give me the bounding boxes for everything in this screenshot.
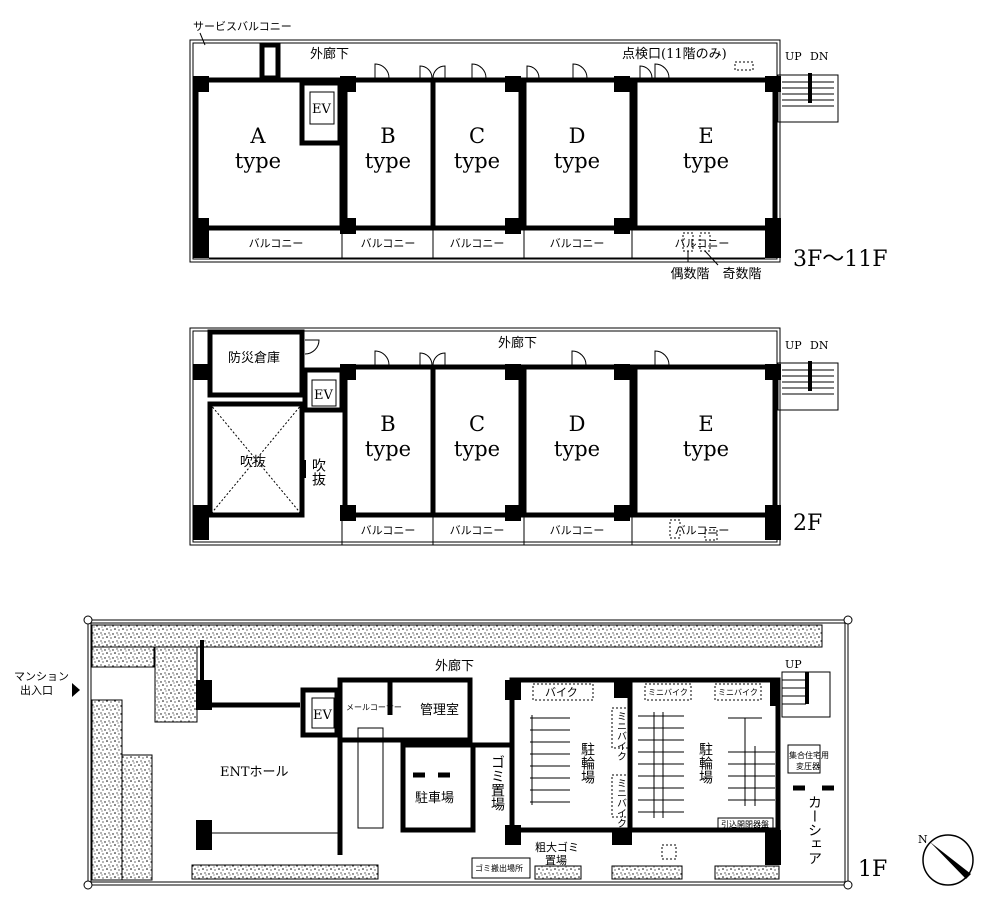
stair-dn-label: DN: [810, 339, 829, 352]
upper-floor-plan: サービスバルコニー 外廊下 点検口(11階のみ) EV UP DN A type…: [189, 20, 888, 282]
balcony-e-label: バルコニー: [675, 237, 730, 250]
void-large-label: 吹抜: [240, 454, 266, 470]
ev-label: EV: [313, 708, 332, 723]
unit-c-type: type: [454, 437, 500, 461]
bicycle-parking-1-label: 駐輪場: [579, 742, 595, 784]
balcony-c-label: バルコニー: [450, 524, 505, 537]
unit-d-letter: D: [569, 412, 586, 436]
balcony-d-label: バルコニー: [550, 237, 605, 250]
compass-north-label: N: [918, 833, 928, 846]
balcony-c-label: バルコニー: [450, 237, 505, 250]
management-room-label: 管理室: [420, 702, 459, 718]
transformer-label-line2: 変圧器: [796, 761, 820, 771]
floor-label-3f-11f: 3F〜11F: [793, 247, 888, 272]
corridor-label: 外廊下: [435, 658, 474, 674]
ev-label: EV: [314, 388, 333, 403]
stair-up-label: UP: [785, 50, 802, 63]
stair: [781, 671, 831, 718]
bicycle-racks: [530, 712, 775, 818]
balcony-a-label: バルコニー: [249, 237, 304, 250]
entrance-label-line2: 出入口: [20, 683, 53, 697]
stair: [777, 73, 839, 123]
car-share-label: カーシェア: [806, 795, 822, 865]
unit-b-letter: B: [380, 124, 395, 148]
garbage-out-label: ゴミ搬出場所: [475, 863, 523, 873]
switchgear-label: 引込開閉器盤: [721, 819, 769, 829]
ent-hall-label: ENTホール: [220, 765, 289, 780]
unit-e-type: type: [683, 149, 729, 173]
bike-area-label: バイク: [545, 686, 578, 699]
void-small-label: 吹抜: [310, 458, 326, 487]
unit-e-type: type: [683, 437, 729, 461]
unit-d-type: type: [554, 437, 600, 461]
second-floor-plan: 外廊下 防災倉庫 EV 吹抜 吹抜 UP DN B type C type D …: [189, 327, 839, 546]
mini-bike-v1-label: ミニバイク: [615, 711, 627, 761]
mail-corner-label: メールコーナー: [346, 703, 402, 712]
inspection-hatch-label: 点検口(11階のみ): [622, 47, 727, 62]
bulky-garbage-label-line2: 置場: [545, 854, 567, 867]
bicycle-parking-2-label: 駐輪場: [697, 742, 713, 784]
ev-label: EV: [312, 102, 331, 117]
unit-d-letter: D: [569, 124, 586, 148]
unit-c-type: type: [454, 149, 500, 173]
stair-up-label: UP: [785, 339, 802, 352]
balcony-d-label: バルコニー: [550, 524, 605, 537]
mini-bike-v2-label: ミニバイク: [615, 778, 627, 828]
unit-d-type: type: [554, 149, 600, 173]
mini-bike-h2-label: ミニバイク: [718, 688, 758, 697]
odd-floor-label: 奇数階: [722, 266, 761, 282]
entrance-arrow-icon: [72, 683, 80, 697]
floor-label-2f: 2F: [793, 511, 822, 536]
parking-label: 駐車場: [415, 791, 454, 806]
unit-a-type: type: [235, 149, 281, 173]
transformer-label-line1: 集合住宅用: [789, 750, 829, 760]
unit-b-letter: B: [380, 412, 395, 436]
unit-e-letter: E: [698, 412, 713, 436]
balcony-b-label: バルコニー: [361, 237, 416, 250]
corridor-label: 外廊下: [310, 46, 349, 62]
unit-e-letter: E: [698, 124, 713, 148]
unit-c-letter: C: [469, 412, 485, 436]
unit-b-type: type: [365, 437, 411, 461]
bulky-garbage-label-line1: 粗大ゴミ: [535, 840, 579, 854]
unit-b-type: type: [365, 149, 411, 173]
balcony-b-label: バルコニー: [361, 524, 416, 537]
garbage-room-label: ゴミ置場: [489, 755, 505, 811]
corridor-label: 外廊下: [498, 335, 537, 351]
service-balcony-label: サービスバルコニー: [193, 20, 292, 33]
unit-c-letter: C: [469, 124, 485, 148]
balcony-e-label: バルコニー: [675, 524, 730, 537]
storage-label: 防災倉庫: [228, 350, 280, 366]
entrance-label-line1: マンション: [14, 670, 69, 683]
stair: [777, 361, 839, 411]
first-floor-plan: マンション 出入口 外廊下 EV メールコーナー 管理室 ENTホール 駐車場 …: [14, 615, 887, 890]
stair-up-label: UP: [785, 658, 802, 671]
floor-label-1f: 1F: [858, 857, 887, 882]
mini-bike-h1-label: ミニバイク: [648, 688, 688, 697]
north-compass-icon: N: [918, 833, 974, 886]
unit-a-letter: A: [249, 124, 266, 148]
even-floor-label: 偶数階: [670, 267, 709, 282]
stair-dn-label: DN: [810, 50, 829, 63]
